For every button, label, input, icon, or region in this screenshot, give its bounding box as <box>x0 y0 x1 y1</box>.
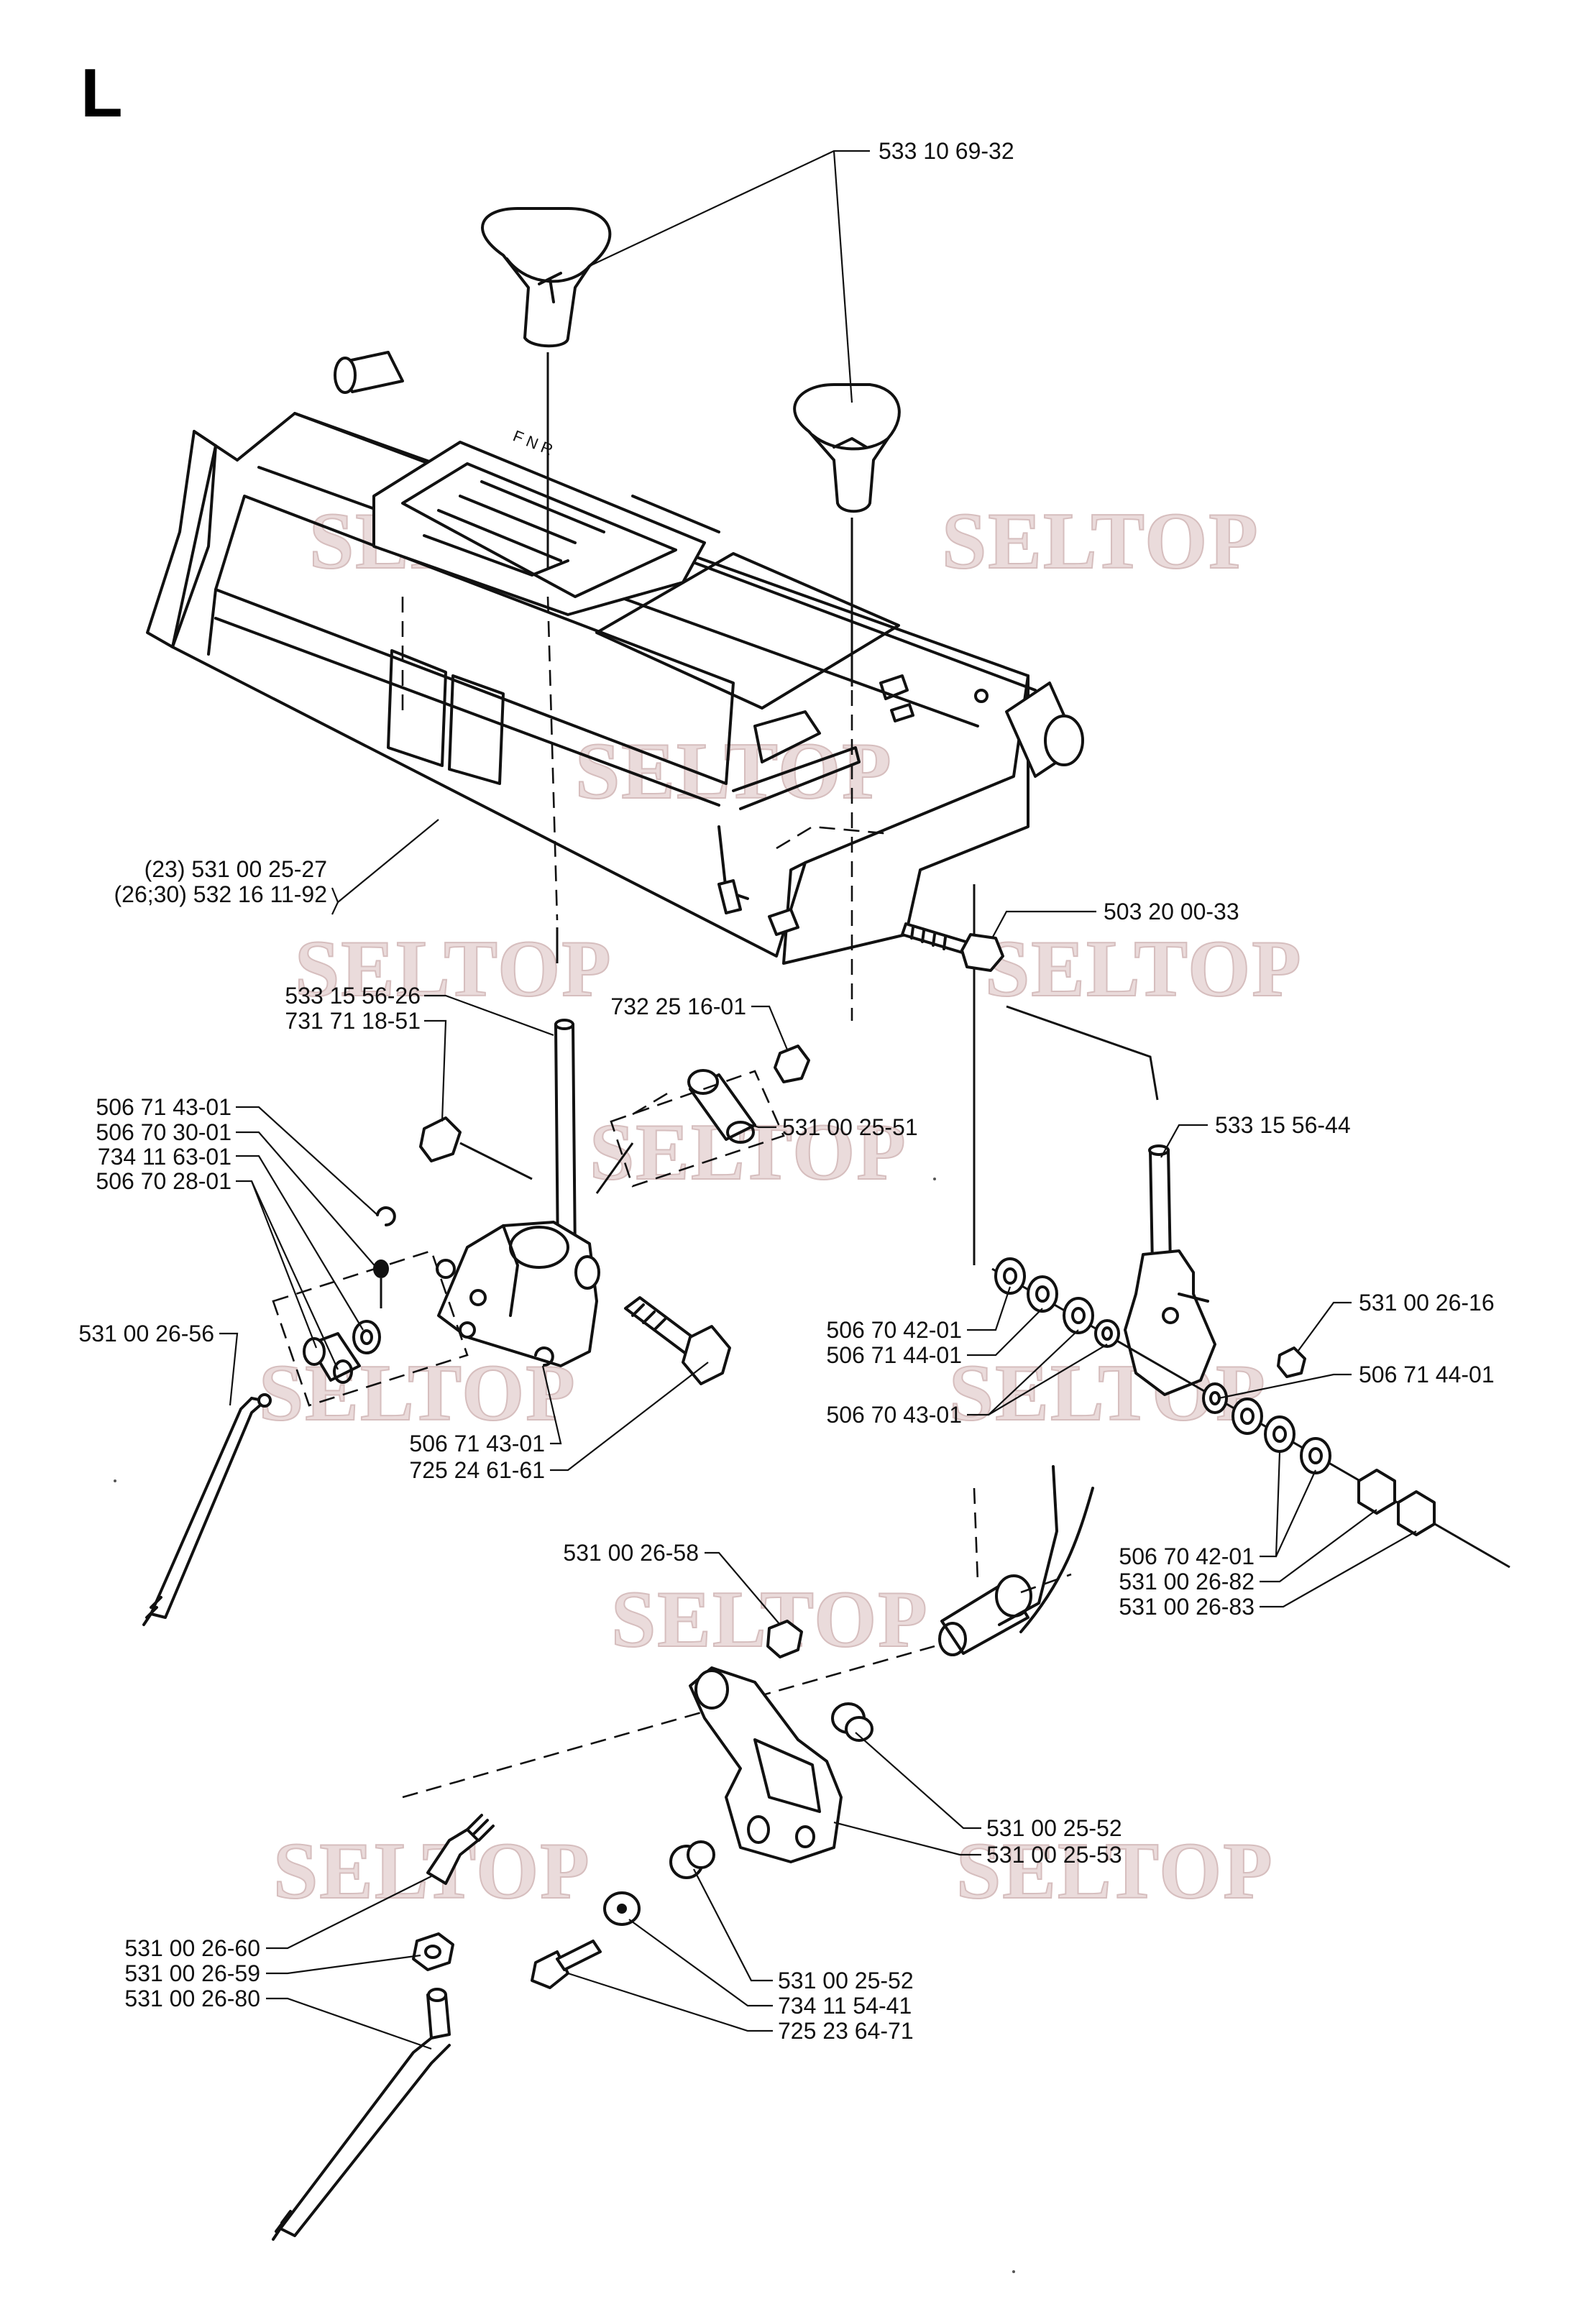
watermark: SELTOP <box>273 1827 591 1916</box>
part-label: 531 00 25-53 <box>986 1842 1122 1868</box>
watermark: SELTOP <box>942 497 1260 586</box>
part-label: 533 15 56-44 <box>1215 1112 1351 1138</box>
part-label: 533 15 56-26 <box>285 983 421 1009</box>
lower-bracket-assembly <box>272 1465 1094 2241</box>
sheet-letter: L <box>81 55 123 132</box>
part-number-labels: 533 10 69-32 (23) 531 00 25-27 (26;30) 5… <box>78 138 1494 2044</box>
part-label: 531 00 25-52 <box>778 1968 914 1993</box>
part-label: (23) 531 00 25-27 <box>145 856 327 882</box>
part-label: 506 71 43-01 <box>409 1431 545 1456</box>
watermarks: SELTOP SELTOP SELTOP SELTOP SELTOP SELTO… <box>258 496 1303 1917</box>
part-label: 506 70 43-01 <box>826 1402 962 1428</box>
part-label: 531 00 26-83 <box>1119 1594 1255 1620</box>
part-label: 506 70 28-01 <box>96 1168 231 1194</box>
part-label: 731 71 18-51 <box>285 1008 421 1034</box>
part-label: 531 00 25-52 <box>986 1815 1122 1841</box>
part-label: 734 11 63-01 <box>98 1144 231 1170</box>
part-label: (26;30) 532 16 11-92 <box>114 881 327 907</box>
watermark: SELTOP <box>611 1575 929 1664</box>
part-label: 531 00 26-59 <box>124 1960 260 1986</box>
part-label: 531 00 26-58 <box>563 1540 699 1566</box>
part-label: 506 71 44-01 <box>1359 1362 1495 1387</box>
part-label: 725 24 61-61 <box>409 1457 545 1483</box>
watermark: SELTOP <box>295 924 613 1014</box>
part-label: 533 10 69-32 <box>879 138 1014 164</box>
knob-left <box>481 207 612 348</box>
watermark: SELTOP <box>956 1827 1274 1916</box>
control-panel-housing: F N R <box>146 351 1084 965</box>
part-label: 506 71 44-01 <box>826 1342 962 1368</box>
part-label: 734 11 54-41 <box>778 1993 912 2019</box>
part-label: 531 00 25-51 <box>782 1114 918 1140</box>
part-label: 531 00 26-82 <box>1119 1569 1255 1594</box>
shift-lever-assembly <box>142 1019 785 1626</box>
part-label: 531 00 26-60 <box>124 1935 260 1961</box>
part-label: 506 70 30-01 <box>96 1119 231 1145</box>
watermark: SELTOP <box>985 924 1303 1014</box>
throttle-lever-assembly <box>774 884 1510 1569</box>
part-label: 506 70 42-01 <box>1119 1543 1255 1569</box>
part-label: 531 00 26-16 <box>1359 1290 1495 1316</box>
part-label: 725 23 64-71 <box>778 2018 914 2044</box>
part-label: 503 20 00-33 <box>1104 899 1239 924</box>
watermark: SELTOP <box>575 727 893 816</box>
leader-lines <box>219 150 1417 2050</box>
part-label: 506 70 42-01 <box>826 1317 962 1343</box>
part-label: 732 25 16-01 <box>610 993 746 1019</box>
knob-right <box>793 383 901 513</box>
part-label: 506 71 43-01 <box>96 1094 231 1120</box>
part-label: 531 00 26-56 <box>78 1321 214 1346</box>
part-label: 531 00 26-80 <box>124 1986 260 2011</box>
